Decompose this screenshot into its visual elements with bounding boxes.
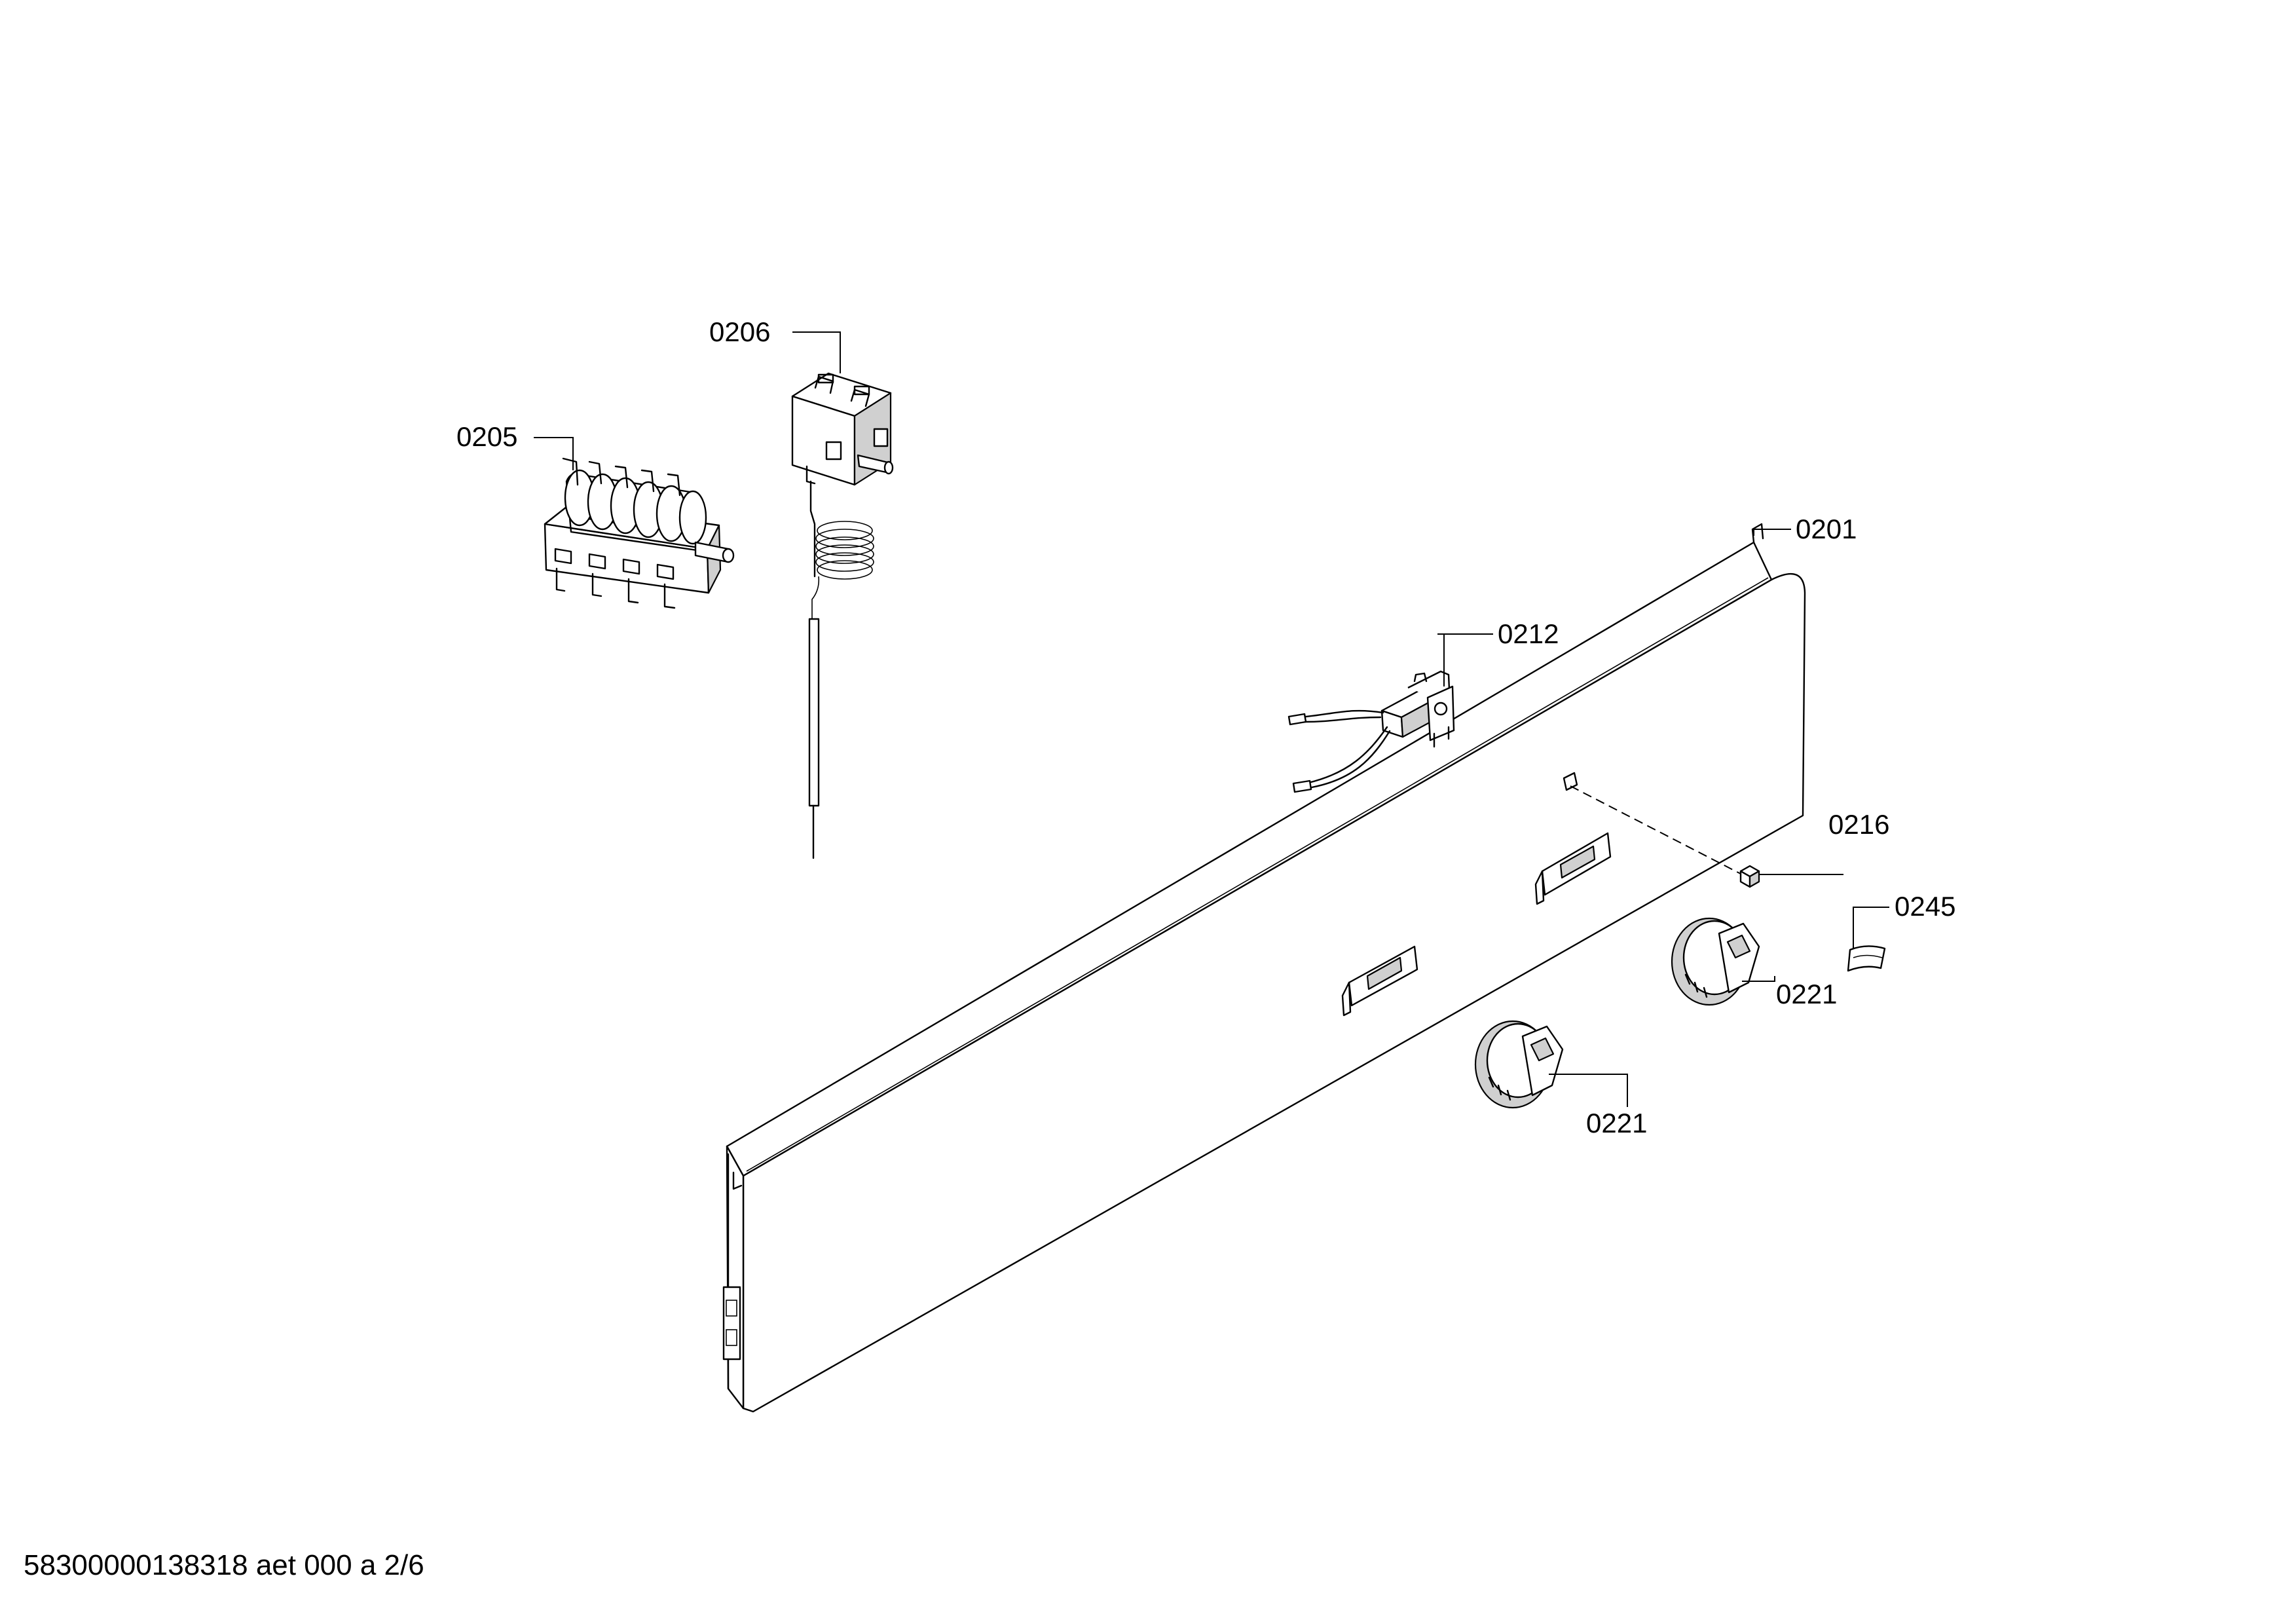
callout-0216: 0216 — [1828, 809, 1889, 840]
part-thermostat — [791, 372, 894, 859]
callout-0206: 0206 — [709, 316, 770, 347]
part-knob-upper — [1671, 917, 1760, 1006]
leader-lines — [534, 331, 1889, 1107]
callout-0212: 0212 — [1498, 618, 1559, 649]
callout-0221-lower: 0221 — [1586, 1108, 1647, 1138]
callout-0205: 0205 — [456, 421, 517, 452]
part-control-panel — [722, 523, 1806, 1413]
assembly-guide-line — [1570, 785, 1743, 875]
part-knob-lower — [1474, 1020, 1564, 1109]
callout-0221-upper: 0221 — [1776, 979, 1837, 1009]
callout-0201: 0201 — [1796, 514, 1857, 544]
callout-0245: 0245 — [1895, 891, 1955, 922]
document-id: 58300000138318 aet 000 a 2/6 — [24, 1549, 424, 1581]
part-selector-switch — [544, 457, 735, 609]
part-clip — [1739, 865, 1760, 888]
part-switch-wiring — [1287, 670, 1455, 793]
part-spring — [1847, 945, 1886, 972]
